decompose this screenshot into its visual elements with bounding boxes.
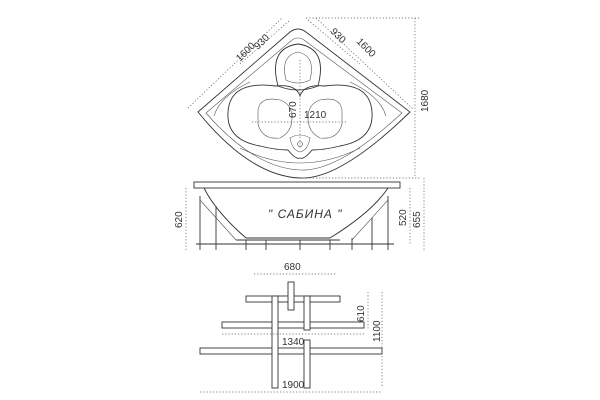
seat-ridge-left bbox=[213, 81, 251, 117]
label-height: 1680 bbox=[420, 89, 431, 112]
seat-ridge-right bbox=[349, 81, 387, 117]
tub-outline bbox=[197, 28, 411, 179]
label-frame-middle: 1340 bbox=[282, 337, 305, 348]
frame-post-center bbox=[287, 281, 295, 311]
dim-line-right-outer bbox=[315, 17, 415, 111]
frame-post-bottom bbox=[303, 339, 311, 389]
label-right-outer: 1600 bbox=[354, 36, 378, 60]
label-side-right-outer: 655 bbox=[412, 211, 423, 228]
frame-brace-left bbox=[199, 199, 237, 241]
dim-line-left-inner bbox=[239, 19, 291, 65]
label-side-right-inner: 520 bbox=[398, 209, 409, 226]
label-inner-depth: 670 bbox=[288, 101, 299, 118]
frame-brace-right bbox=[351, 199, 389, 241]
inner-basin-lobes bbox=[257, 98, 343, 139]
tub-rim-side bbox=[193, 181, 401, 189]
label-side-left: 620 bbox=[174, 211, 185, 228]
dim-line-left-outer bbox=[187, 17, 283, 109]
frame-post-left bbox=[271, 295, 279, 389]
frame-bar-middle bbox=[221, 321, 365, 329]
label-frame-bottom: 1900 bbox=[282, 380, 305, 391]
front-ridge bbox=[239, 147, 361, 164]
basin-floor bbox=[289, 134, 311, 153]
label-frame-right-outer: 1100 bbox=[372, 320, 383, 342]
dim-line-right-inner bbox=[307, 19, 361, 65]
frame-view: 680 1340 1900 610 1100 bbox=[199, 262, 383, 393]
label-right-inner: 930 bbox=[328, 26, 348, 46]
headrest bbox=[275, 43, 321, 91]
frame-bar-bottom bbox=[199, 347, 383, 355]
label-frame-top: 680 bbox=[284, 262, 301, 273]
inner-basin bbox=[227, 84, 373, 159]
label-frame-right-inner: 610 bbox=[356, 305, 367, 322]
label-inner-width: 1210 bbox=[304, 110, 327, 121]
side-view: 620 520 655 " САБИНА " bbox=[174, 178, 425, 252]
top-view: 1600 930 930 1600 1680 670 1210 bbox=[187, 17, 431, 179]
frame-post-right bbox=[303, 295, 311, 331]
tub-rim bbox=[205, 37, 403, 171]
headrest-inner bbox=[284, 51, 312, 84]
tub-body-side bbox=[203, 187, 389, 239]
model-name: " САБИНА " bbox=[268, 207, 343, 221]
